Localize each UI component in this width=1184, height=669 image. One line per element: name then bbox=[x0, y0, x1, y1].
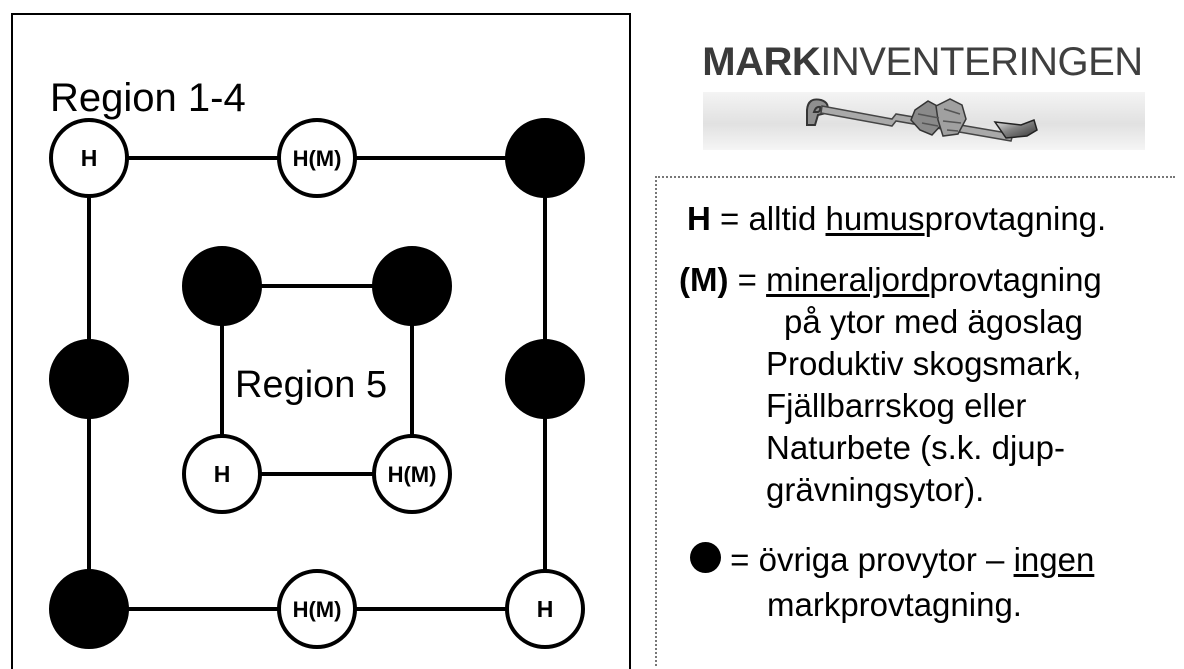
filled-plot-circle bbox=[49, 569, 129, 649]
legend-panel: H = alltid humusprovtagning. (M) = miner… bbox=[655, 176, 1175, 666]
plot-label: H(M) bbox=[293, 146, 342, 171]
filled-plot-circle bbox=[182, 246, 262, 326]
outer-middle-left-plot bbox=[49, 339, 129, 419]
filled-plot-circle bbox=[49, 339, 129, 419]
m-legend-line-5: Naturbete (s.k. djup- bbox=[766, 429, 1065, 466]
m-legend-line-3: Produktiv skogsmark, bbox=[766, 345, 1082, 382]
inner-bottom-right-plot: H(M) bbox=[372, 434, 452, 514]
h-legend-separator: = alltid bbox=[710, 200, 826, 237]
m-legend-rest: provtagning bbox=[929, 261, 1102, 298]
inner-plot-group: H H(M) bbox=[182, 246, 452, 514]
filled-plot-circle bbox=[372, 246, 452, 326]
m-legend-line-4: Fjällbarrskog eller bbox=[766, 387, 1027, 424]
outer-bottom-middle-plot: H(M) bbox=[277, 569, 357, 649]
soil-sample-right-icon bbox=[935, 98, 967, 137]
h-legend-key: H bbox=[687, 200, 711, 237]
h-legend-underlined-term: humus bbox=[825, 200, 925, 237]
logo-title-rest: INVENTERINGEN bbox=[820, 40, 1143, 84]
outer-tract: H H(M) H(M) H bbox=[49, 118, 585, 649]
outer-bottom-left-plot bbox=[49, 569, 129, 649]
filled-plot-legend-underlined-term: ingen bbox=[1013, 541, 1095, 578]
h-legend-entry: H = alltid humusprovtagning. bbox=[687, 200, 1106, 238]
markinventeringen-logo: MARKINVENTERINGEN bbox=[700, 40, 1145, 150]
open-plot-circle bbox=[277, 569, 357, 649]
logo-title: MARKINVENTERINGEN bbox=[700, 40, 1145, 84]
filled-plot-circle bbox=[505, 339, 585, 419]
filled-plot-legend-entry: = övriga provytor – ingen bbox=[690, 541, 1094, 579]
plot-label: H bbox=[537, 596, 554, 622]
m-legend-underlined-term: mineraljord bbox=[766, 261, 930, 298]
open-plot-circle bbox=[49, 118, 129, 198]
inner-top-right-plot bbox=[372, 246, 452, 326]
open-plot-circle bbox=[505, 569, 585, 649]
diagram-frame bbox=[11, 13, 631, 669]
plot-label: H(M) bbox=[388, 462, 437, 487]
soil-sample-texture bbox=[917, 108, 962, 132]
m-legend-separator: = bbox=[728, 261, 767, 298]
spade-and-soil-sample-image bbox=[703, 92, 1145, 150]
m-legend-line-6: grävningsytor). bbox=[766, 471, 985, 508]
outer-top-middle-plot: H(M) bbox=[277, 118, 357, 198]
m-legend-entry: (M) = mineraljordprovtagning bbox=[679, 261, 1102, 299]
outer-middle-right-plot bbox=[505, 339, 585, 419]
inner-top-left-plot bbox=[182, 246, 262, 326]
inner-tract-line bbox=[220, 284, 414, 476]
open-plot-circle bbox=[372, 434, 452, 514]
outer-region-label: Region 1-4 bbox=[50, 76, 246, 120]
m-legend-key: (M) bbox=[679, 261, 729, 298]
h-legend-rest: provtagning. bbox=[924, 200, 1107, 237]
filled-plot-legend-line-2: markprovtagning. bbox=[767, 586, 1022, 623]
outer-top-right-plot bbox=[505, 118, 585, 198]
filled-plot-legend-separator: = övriga provytor – bbox=[721, 541, 1014, 578]
outer-bottom-right-plot: H bbox=[505, 569, 585, 649]
plot-label: H bbox=[214, 461, 231, 487]
filled-plot-legend-icon bbox=[690, 542, 721, 573]
outer-plot-group: H H(M) H(M) H bbox=[49, 118, 585, 649]
m-legend-line-2: på ytor med ägoslag bbox=[784, 303, 1084, 340]
plot-label: H(M) bbox=[293, 597, 342, 622]
logo-title-bold: MARK bbox=[702, 40, 821, 84]
inner-bottom-left-plot: H bbox=[182, 434, 262, 514]
inner-region-label: Region 5 bbox=[235, 364, 387, 406]
inner-tract: Region 5 H H(M) bbox=[182, 246, 452, 514]
open-plot-circle bbox=[182, 434, 262, 514]
filled-plot-circle bbox=[505, 118, 585, 198]
open-plot-circle bbox=[277, 118, 357, 198]
outer-top-left-plot: H bbox=[49, 118, 129, 198]
inner-region-label-background bbox=[228, 354, 406, 408]
spade-blade-icon bbox=[993, 119, 1038, 139]
plot-label: H bbox=[81, 145, 98, 171]
